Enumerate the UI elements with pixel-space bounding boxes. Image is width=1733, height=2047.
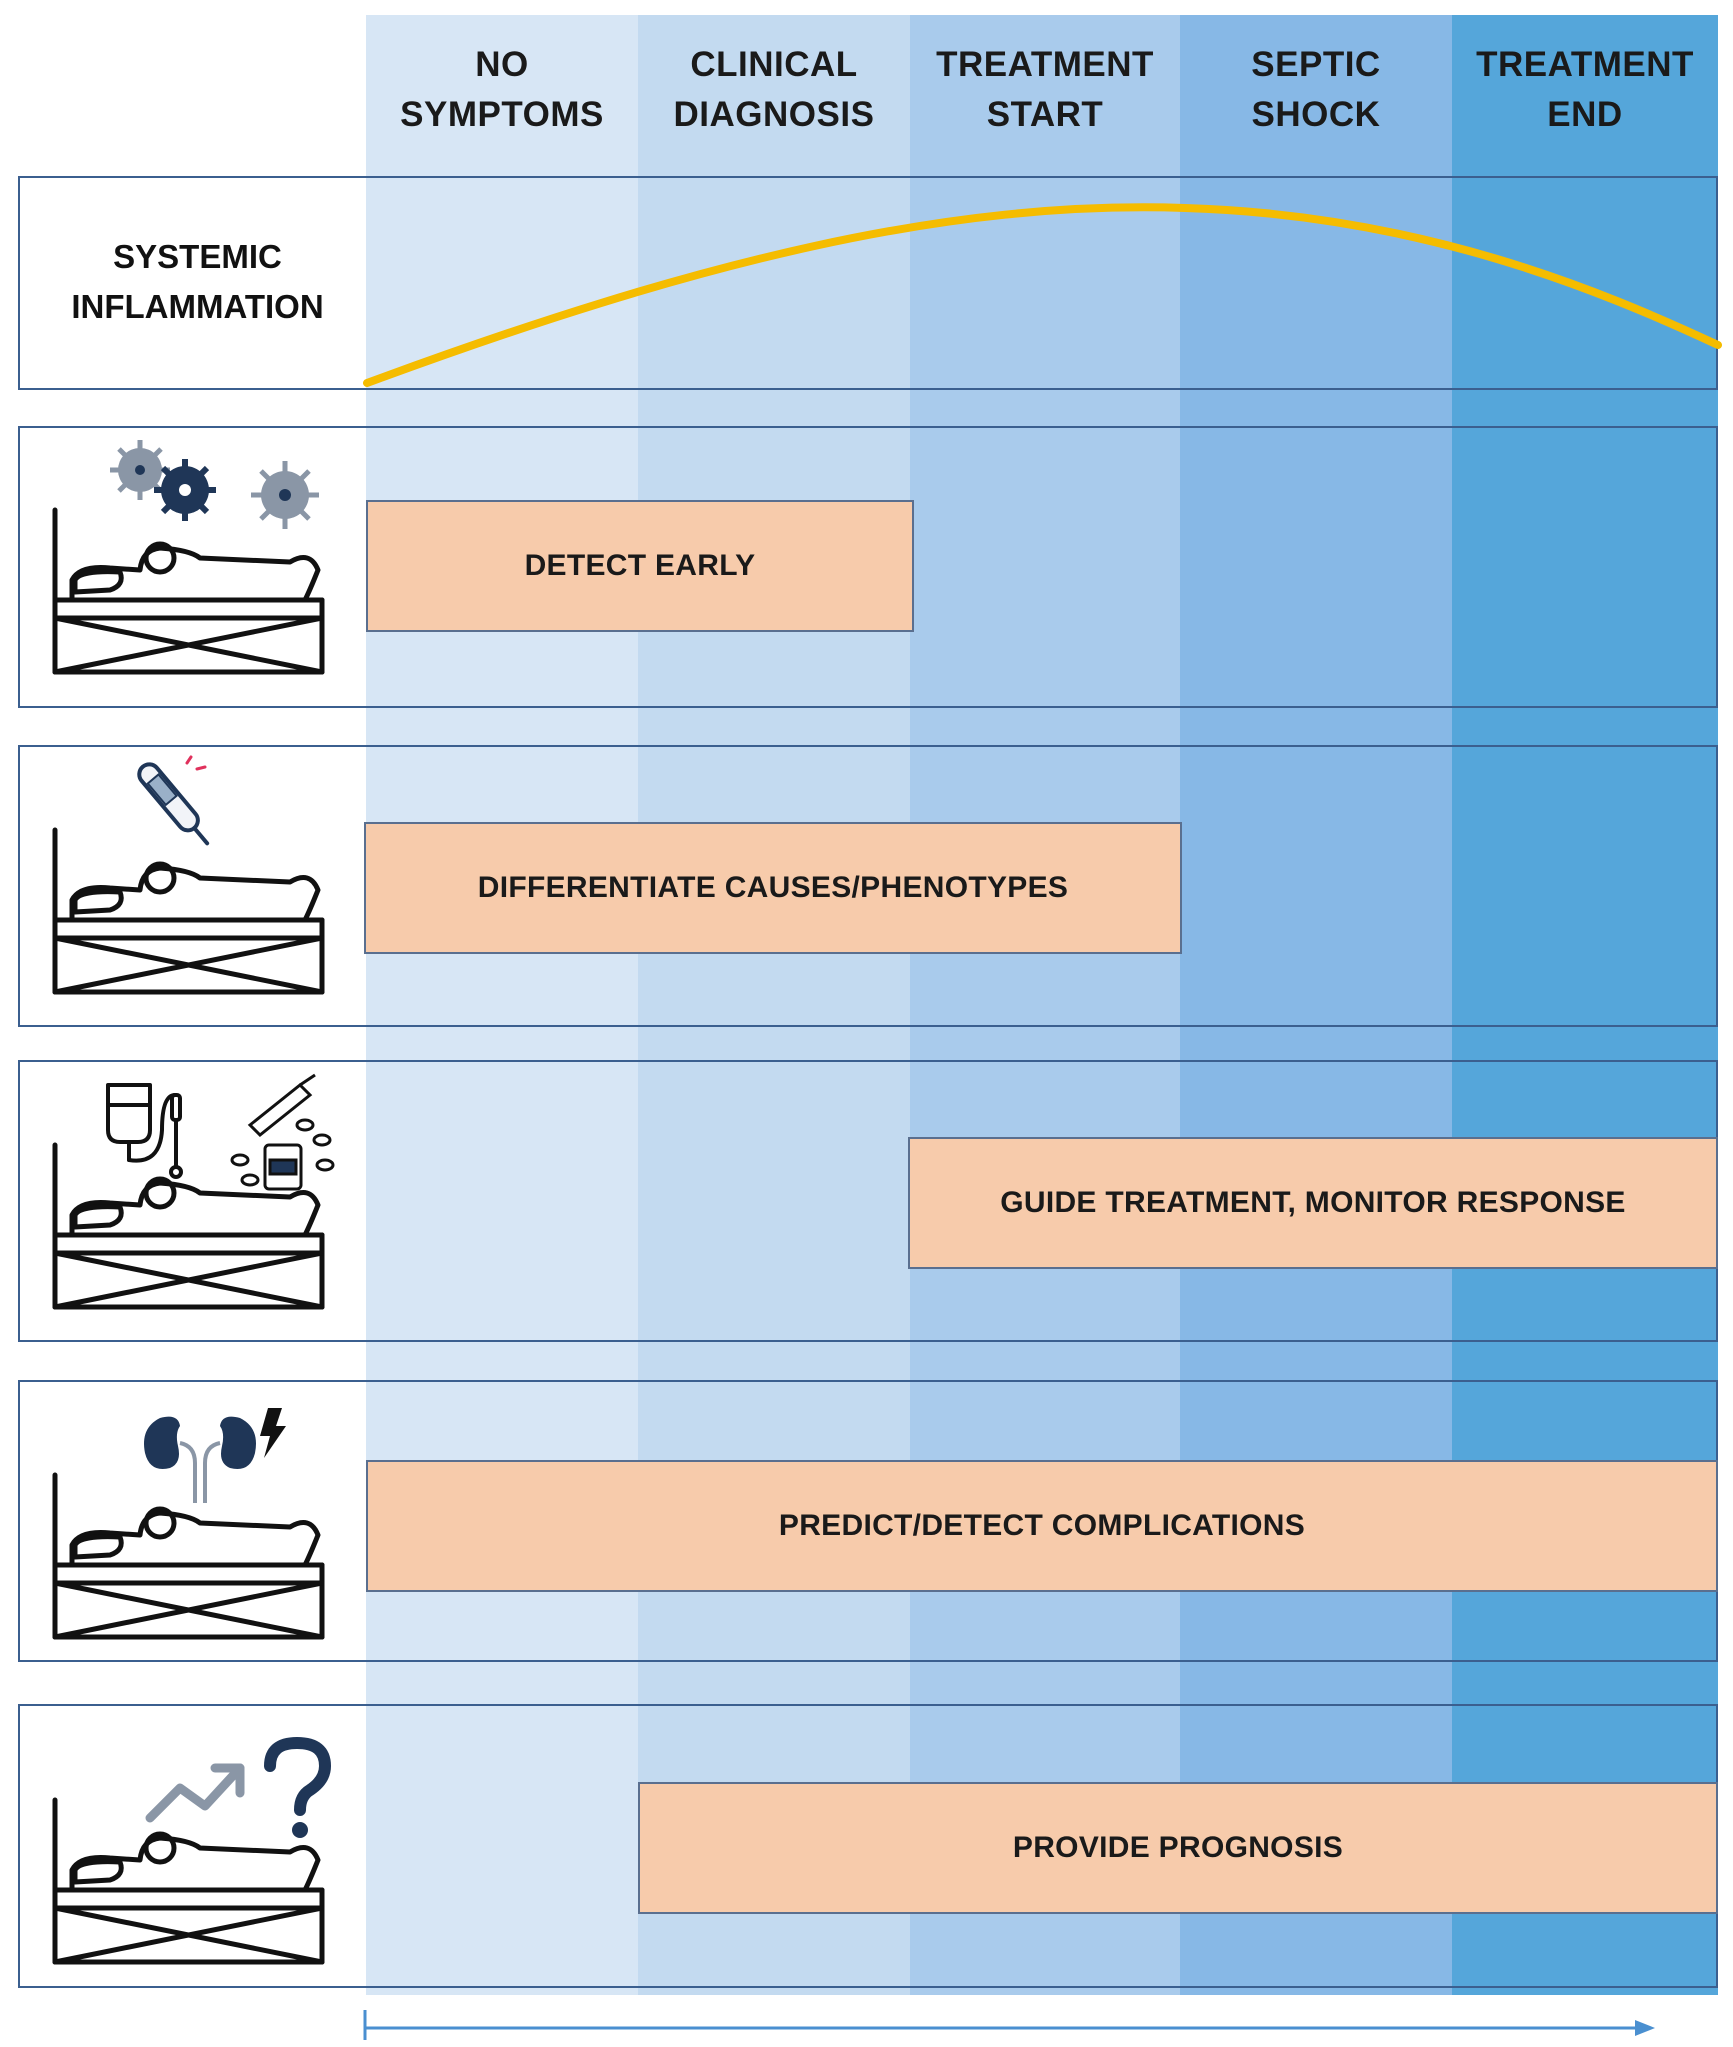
row-white-2	[20, 747, 366, 1025]
column-header-treatment-end: TREATMENT END	[1476, 45, 1694, 134]
column-bg-septic-shock	[1180, 15, 1452, 1995]
column-header-treatment-start: TREATMENT START	[936, 45, 1154, 134]
row-differentiate	[18, 745, 1718, 1027]
iv-drip-medication-icon	[106, 1073, 335, 1191]
column-header-clinical-diagnosis: CLINICAL DIAGNOSIS	[673, 45, 875, 134]
task-complications: PREDICT/DETECT COMPLICATIONS	[366, 1460, 1718, 1592]
timeline-arrow	[363, 2010, 1655, 2040]
pathogens-icon	[110, 440, 319, 529]
patient-bed-icon	[52, 1142, 325, 1310]
column-header-septic-shock: SEPTIC SHOCK	[1251, 45, 1381, 134]
inflammation-curve	[363, 203, 1722, 387]
inflammation-curve-line	[363, 203, 1722, 387]
task-prognosis: PROVIDE PROGNOSIS	[638, 1782, 1718, 1914]
column-header-no-symptoms: NO SYMPTOMS	[400, 45, 604, 134]
row-white-inflammation	[20, 178, 366, 388]
column-bg-treatment-start	[910, 15, 1180, 1995]
inflammation-label: SYSTEMIC INFLAMMATION	[71, 238, 324, 325]
task-differentiate: DIFFERENTIATE CAUSES/PHENOTYPES	[364, 822, 1182, 954]
trend-question-icon	[145, 1736, 332, 1838]
patient-bed-icon	[52, 507, 325, 675]
thermometer-icon	[137, 755, 210, 846]
patient-bed-icon	[52, 827, 325, 995]
task-detect-early: DETECT EARLY	[366, 500, 914, 632]
row-inflammation	[18, 176, 1718, 390]
row-white-3	[20, 1062, 366, 1340]
patient-bed-icon	[52, 1797, 325, 1965]
kidneys-lightning-icon	[144, 1408, 286, 1503]
column-bg-no-symptoms	[366, 15, 638, 1995]
task-guide-treatment: GUIDE TREATMENT, MONITOR RESPONSE	[908, 1137, 1718, 1269]
column-bg-treatment-end	[1452, 15, 1718, 1995]
column-bg-clinical-diagnosis	[638, 15, 910, 1995]
row-detect-early	[18, 426, 1718, 708]
patient-bed-icon	[52, 1472, 325, 1640]
